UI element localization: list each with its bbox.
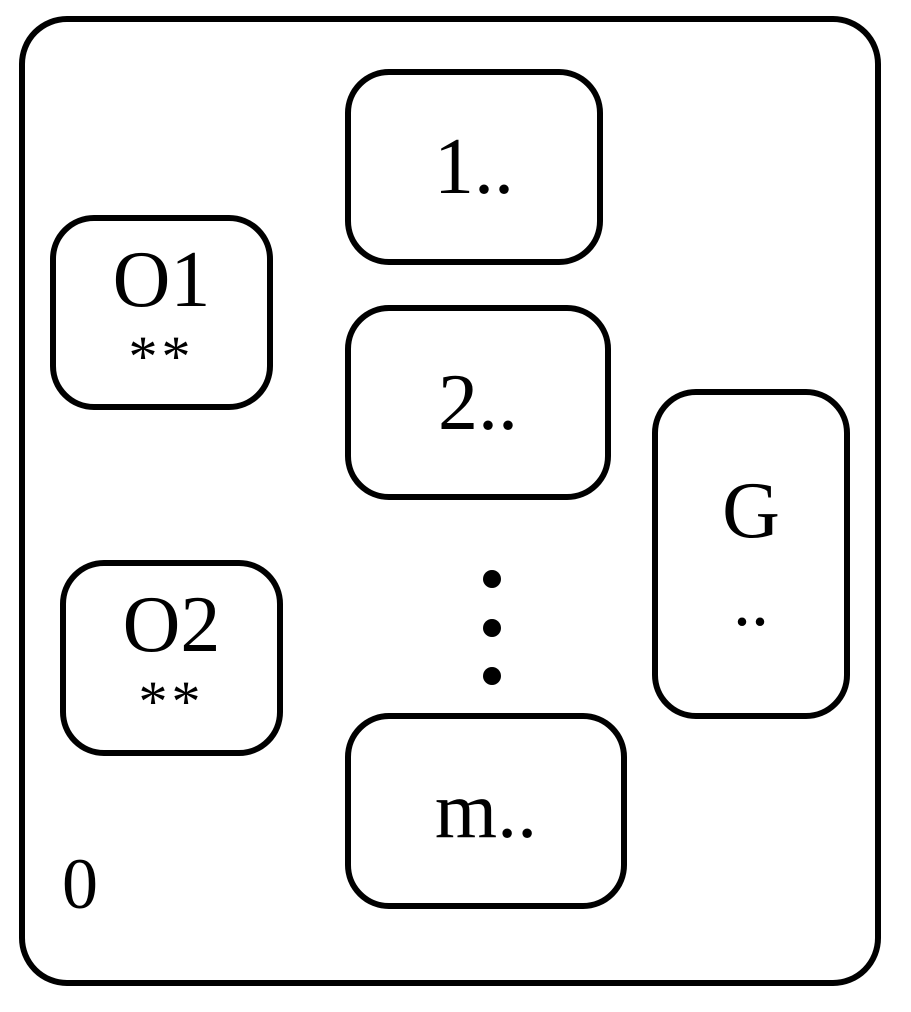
node-2-label: 2.. bbox=[438, 358, 518, 447]
ellipsis-dot bbox=[483, 619, 501, 637]
node-g: G .. bbox=[652, 389, 850, 719]
node-o2-marker: ** bbox=[138, 669, 205, 734]
node-g-title: G bbox=[722, 467, 780, 555]
node-m-label: m.. bbox=[434, 767, 538, 855]
node-o1-title: O1 bbox=[112, 235, 211, 324]
node-o1-marker: ** bbox=[128, 323, 195, 389]
node-1-label: 1.. bbox=[434, 123, 514, 211]
ellipsis-dot bbox=[483, 667, 501, 685]
node-o2-title: O2 bbox=[122, 581, 221, 669]
ellipsis-dot bbox=[483, 570, 501, 588]
node-1: 1.. bbox=[345, 69, 603, 265]
node-m: m.. bbox=[345, 713, 627, 909]
container-label: 0 bbox=[62, 844, 98, 924]
node-o1: O1 ** bbox=[50, 215, 273, 410]
node-g-sub: .. bbox=[733, 561, 769, 641]
node-2: 2.. bbox=[345, 305, 611, 500]
node-o2: O2 ** bbox=[60, 560, 283, 756]
